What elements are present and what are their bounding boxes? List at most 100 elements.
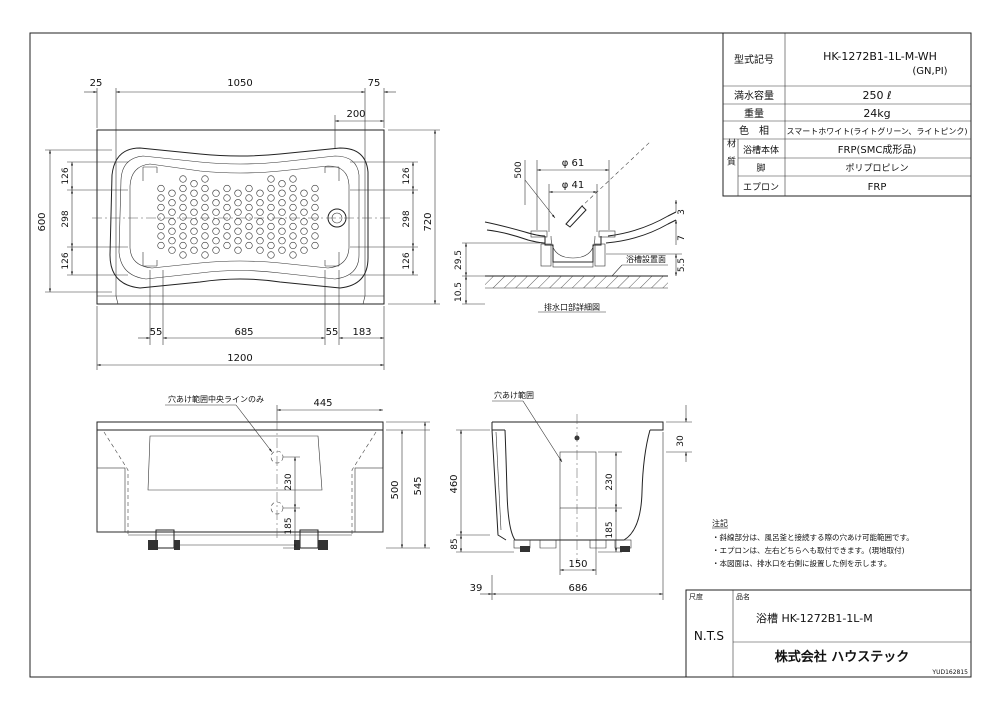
anti-slip-dot: [234, 246, 242, 254]
anti-slip-dot: [245, 241, 253, 250]
anti-slip-dot: [234, 227, 242, 235]
anti-slip-dot: [223, 222, 231, 231]
anti-slip-dot: [234, 189, 242, 197]
side-dim-150: 150: [568, 559, 587, 570]
anti-slip-dot: [168, 246, 176, 254]
anti-slip-dot: [289, 175, 297, 183]
spec-color-value: スマートホワイト(ライトグリーン、ライトピンク): [786, 126, 967, 136]
anti-slip-dot: [278, 218, 286, 226]
spec-model-label: 型式記号: [734, 53, 774, 66]
anti-slip-dot: [179, 251, 187, 259]
front-view-note: 穴あけ範囲中央ラインのみ: [168, 394, 264, 404]
anti-slip-dot: [311, 213, 319, 221]
floor-label: 浴槽設置面: [626, 254, 666, 264]
note-2: ・エプロンは、左右どちらへも取付できます。(現地取付): [712, 545, 905, 555]
front-view: 穴あけ範囲中央ラインのみ 445 230 185 500 545: [96, 394, 430, 550]
company-name: 株式会社 ハウステック: [775, 649, 910, 665]
dim-5-5: 5.5: [677, 258, 687, 272]
anti-slip-dot: [289, 203, 297, 212]
anti-slip-dot: [223, 232, 231, 240]
anti-slip-dot: [157, 241, 165, 250]
anti-slip-dot: [256, 227, 264, 235]
dim-600: 600: [37, 212, 48, 231]
front-dim-545: 545: [413, 476, 424, 495]
anti-slip-dot: [300, 218, 308, 226]
anti-slip-dot: [278, 246, 286, 254]
scale-value: N.T.S: [694, 629, 724, 643]
dim-left-298: 298: [61, 210, 71, 227]
anti-slip-dot: [179, 241, 187, 250]
anti-slip-dot: [201, 175, 209, 183]
anti-slip-dot: [267, 194, 275, 202]
drain-detail-title: 排水口部詳細図: [544, 302, 600, 312]
dim-phi61: φ 61: [562, 158, 585, 169]
anti-slip-dot: [245, 194, 253, 202]
anti-slip-dot: [267, 222, 275, 231]
anti-slip-dot: [157, 184, 165, 193]
anti-slip-dot: [311, 194, 319, 202]
side-dim-39: 39: [470, 583, 483, 594]
spec-capacity-label: 満水容量: [734, 89, 774, 102]
dim-7: 7: [677, 235, 687, 241]
anti-slip-dot: [190, 199, 198, 207]
anti-slip-dot: [256, 218, 264, 226]
leg-markers: [142, 166, 340, 267]
anti-slip-dot: [311, 241, 319, 250]
anti-slip-dot: [256, 208, 264, 216]
anti-slip-dot: [212, 218, 220, 226]
dim-10-5: 10.5: [454, 282, 464, 302]
dim-3: 3: [677, 209, 687, 215]
anti-slip-dot: [201, 232, 209, 240]
front-dim-230: 230: [284, 473, 294, 490]
title-block: 尺度 N.T.S 品名 浴槽 HK-1272B1-1L-M 株式会社 ハウステッ…: [685, 589, 972, 678]
anti-slip-dot: [157, 203, 165, 212]
anti-slip-dot: [179, 184, 187, 193]
spec-weight-value: 24kg: [863, 107, 890, 120]
anti-slip-dot: [223, 194, 231, 202]
anti-slip-dots: [157, 175, 319, 259]
spec-capacity-value: 250 ℓ: [862, 89, 891, 102]
anti-slip-dot: [212, 237, 220, 245]
spec-color-label: 色 相: [739, 124, 769, 137]
spec-material-label: 材 質: [725, 137, 736, 166]
anti-slip-dot: [278, 237, 286, 245]
anti-slip-dot: [300, 189, 308, 197]
anti-slip-dot: [212, 208, 220, 216]
anti-slip-dot: [223, 203, 231, 212]
side-dim-230: 230: [605, 473, 615, 490]
spec-body-label: 浴槽本体: [743, 144, 779, 156]
top-view: [92, 129, 392, 305]
anti-slip-dot: [168, 199, 176, 207]
anti-slip-dot: [245, 203, 253, 212]
anti-slip-dot: [201, 241, 209, 250]
spec-model-value: HK-1272B1-1L-M-WH: [823, 50, 937, 63]
spec-body-value: FRP(SMC成形品): [838, 144, 917, 156]
spec-table: 型式記号 HK-1272B1-1L-M-WH (GN,PI) 満水容量 250 …: [722, 32, 972, 197]
drawing-number: YUD162815: [931, 669, 968, 676]
dim-right-298: 298: [402, 210, 412, 227]
anti-slip-dot: [201, 203, 209, 212]
anti-slip-dot: [300, 208, 308, 216]
anti-slip-dot: [190, 237, 198, 245]
notes-title: 注記: [712, 518, 728, 528]
spec-leg-label: 脚: [756, 163, 765, 174]
anti-slip-dot: [234, 199, 242, 207]
anti-slip-dot: [300, 246, 308, 254]
anti-slip-dot: [157, 213, 165, 221]
side-dim-85: 85: [450, 538, 460, 549]
anti-slip-dot: [278, 208, 286, 216]
spec-model-variant: (GN,PI): [912, 66, 947, 77]
notes: 注記 ・斜線部分は、風呂釜と接続する際の穴あけ可能範囲です。 ・エプロンは、左右…: [712, 518, 914, 568]
anti-slip-dot: [234, 237, 242, 245]
anti-slip-dot: [179, 203, 187, 212]
anti-slip-dot: [289, 184, 297, 193]
anti-slip-dot: [256, 246, 264, 254]
anti-slip-dot: [201, 213, 209, 221]
anti-slip-dot: [300, 237, 308, 245]
anti-slip-dot: [267, 232, 275, 240]
scale-label: 尺度: [689, 592, 703, 601]
dim-left-126-top: 126: [61, 167, 71, 184]
anti-slip-dot: [201, 251, 209, 259]
dim-75: 75: [368, 78, 381, 89]
anti-slip-dot: [168, 189, 176, 197]
